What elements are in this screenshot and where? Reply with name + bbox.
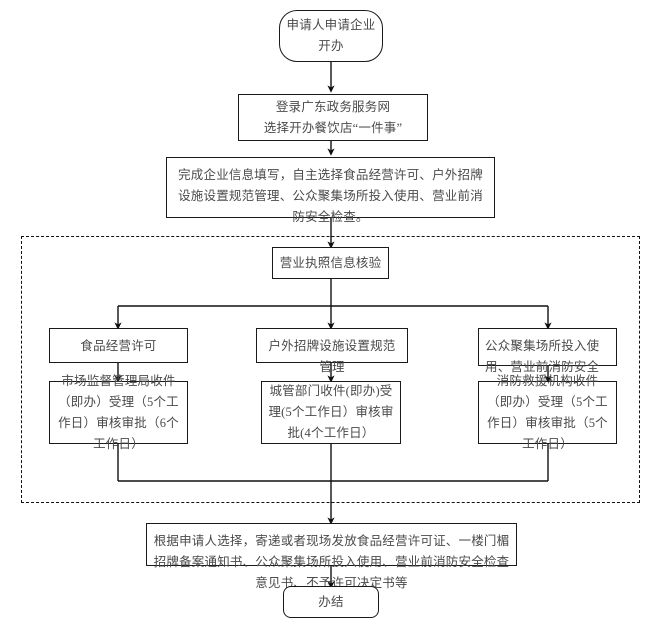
node-license-verify-label: 营业执照信息核验 xyxy=(279,255,382,270)
node-fill-info[interactable]: 完成企业信息填写，自主选择食品经营许可、户外招牌设施设置规范管理、公众聚集场所投… xyxy=(166,157,495,224)
node-branch-food[interactable]: 食品经营许可 xyxy=(49,328,188,363)
node-branch-fire[interactable]: 公众聚集场所投入使用、营业前消防安全检查 xyxy=(478,328,617,395)
parallel-approval-region xyxy=(21,236,640,503)
node-login[interactable]: 登录广东政务服务网 选择开办餐饮店“一件事” xyxy=(238,94,428,141)
node-end[interactable]: 办结 xyxy=(283,586,379,618)
node-branch-sign[interactable]: 户外招牌设施设置规范管理 xyxy=(256,328,408,374)
node-branch-food-label: 食品经营许可 xyxy=(80,339,157,353)
node-start[interactable]: 申请人申请企业开办 xyxy=(279,10,383,62)
node-detail-sign[interactable]: 城管部门收件(即办)受理(5个工作日）审核审批(4个工作日） xyxy=(261,381,401,444)
node-fill-info-label: 完成企业信息填写，自主选择食品经营许可、户外招牌设施设置规范管理、公众聚集场所投… xyxy=(178,168,483,224)
node-start-label: 申请人申请企业开办 xyxy=(286,18,376,53)
node-detail-sign-label: 城管部门收件(即办)受理(5个工作日）审核审批(4个工作日） xyxy=(268,384,394,440)
node-login-label: 登录广东政务服务网 选择开办餐饮店“一件事” xyxy=(263,99,403,135)
node-deliver-label: 根据申请人选择，寄递或者现场发放食品经营许可证、一楼门楣招牌备案通知书、公众聚集… xyxy=(153,534,510,590)
node-detail-fire-label: 消防救援机构收件（即办）受理（5个工作日）审核审批（5个工作日） xyxy=(487,373,608,451)
node-deliver[interactable]: 根据申请人选择，寄递或者现场发放食品经营许可证、一楼门楣招牌备案通知书、公众聚集… xyxy=(146,523,517,590)
node-detail-food-label: 市场监督管理局收件（即办）受理（5个工作日）审核审批（6个工作日） xyxy=(58,373,179,451)
node-end-label: 办结 xyxy=(318,594,344,609)
node-license-verify[interactable]: 营业执照信息核验 xyxy=(272,247,389,279)
node-detail-food[interactable]: 市场监督管理局收件（即办）受理（5个工作日）审核审批（6个工作日） xyxy=(49,374,188,451)
node-branch-sign-label: 户外招牌设施设置规范管理 xyxy=(268,339,396,374)
node-detail-fire[interactable]: 消防救援机构收件（即办）受理（5个工作日）审核审批（5个工作日） xyxy=(478,374,617,451)
